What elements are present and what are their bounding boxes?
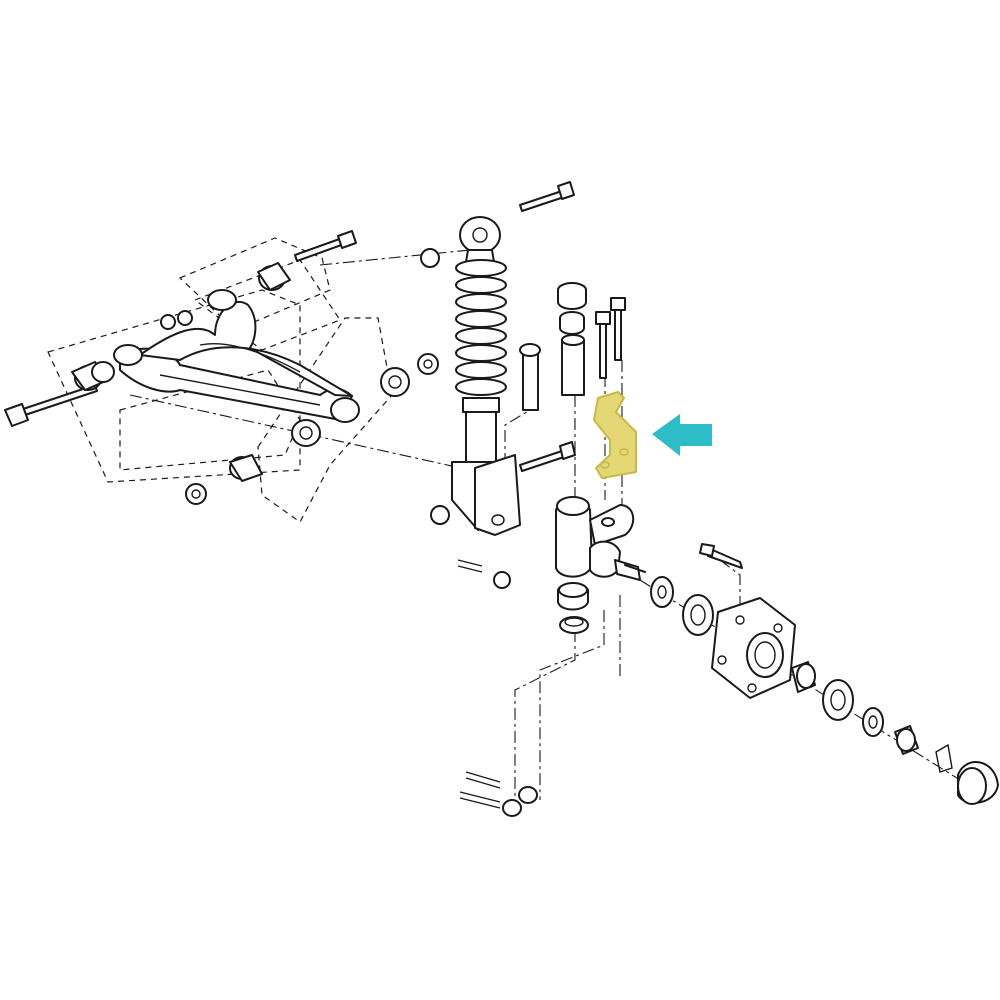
a-arm-hardware — [4, 230, 439, 505]
wheel-hub-assembly — [650, 576, 999, 805]
steering-knuckle — [555, 496, 743, 634]
steering-knuckle-arm-highlight — [593, 391, 637, 479]
knuckle-bolts — [595, 297, 626, 379]
arrow-left-icon — [652, 414, 712, 456]
shock-spring — [455, 259, 507, 396]
kingpin-stack — [519, 282, 587, 411]
coilover-shock — [420, 181, 576, 536]
lower-a-arm — [113, 289, 360, 423]
cotter-pins-and-nuts — [457, 559, 538, 817]
